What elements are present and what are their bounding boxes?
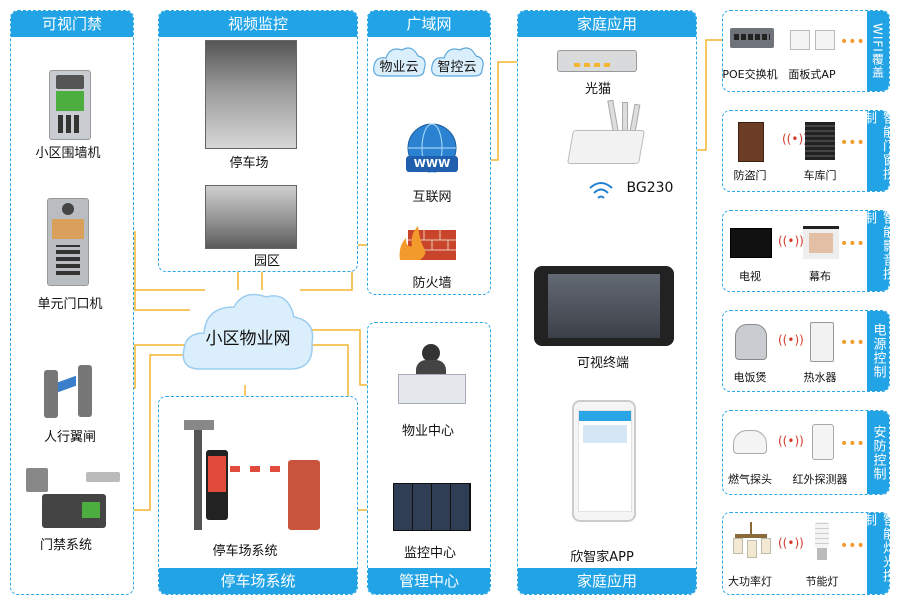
panel-door-title: 智能门窗控制 [861,111,895,191]
more-dots-security: ••• [840,436,865,452]
optical-modem-label: 光猫 [584,82,612,97]
panel-parking-title: 停车场系统 [159,568,357,594]
panel-video-title: 视频监控 [159,11,357,37]
rice-cooker-device[interactable] [735,324,767,360]
tv-label: 电视 [739,270,761,283]
wall-unit-device[interactable] [49,70,91,140]
cloud-property [373,47,426,77]
panel-wifi-title: WIFI覆盖 [867,11,889,91]
firewall-icon [399,226,456,260]
parking-lot-label: 停车场 [229,156,269,171]
high-power-lamp-device[interactable] [733,522,771,558]
projector-screen-device[interactable] [803,226,839,259]
monitor-center-label: 监控中心 [403,546,457,561]
door-unit-device[interactable] [47,198,89,286]
garage-door-device[interactable] [805,122,835,160]
rice-cooker-label: 电饭煲 [733,371,767,384]
high-power-lamp-label: 大功率灯 [728,575,772,588]
tv-device[interactable] [730,228,772,258]
gas-detector-device[interactable] [733,430,767,454]
parking-system-label: 停车场系统 [212,544,278,559]
turnstile-label: 人行翼闸 [43,430,97,445]
firewall-label: 防火墙 [412,276,452,291]
internet-label: 互联网 [412,190,452,205]
community-network-cloud [182,293,314,370]
saving-lamp-device[interactable] [813,522,831,562]
signal-icon-security: ((•)) [778,434,804,448]
parking-gate-device[interactable] [180,420,330,535]
ir-detector-label: 红外探测器 [792,473,848,486]
panel-power-title: 电源控制 [867,311,889,391]
panel-ap-label: 面板式AP [788,68,836,81]
internet-www-text: WWW [413,157,451,170]
gas-detector-label: 燃气探头 [728,473,772,486]
poe-switch-device[interactable] [730,28,774,48]
turnstile-device[interactable] [40,365,100,420]
access-system-label: 门禁系统 [39,538,93,553]
signal-icon-light: ((•)) [778,536,804,550]
panel-wifi-coverage: WIFI覆盖 [722,10,890,92]
router-label: BG230 [626,180,674,196]
access-system-device[interactable] [26,468,121,530]
monitor-center-icon [393,483,471,531]
more-dots-light: ••• [840,538,865,554]
cloud-smart-label: 智控云 [437,60,477,75]
more-dots-door: ••• [840,135,865,151]
more-dots-wifi: ••• [840,34,865,50]
saving-lamp-label: 节能灯 [805,575,839,588]
panel-parking-system: 停车场系统 [158,396,358,595]
poe-switch-label: POE交换机 [722,68,778,81]
door-unit-label: 单元门口机 [37,297,103,312]
panel-mgmt-title: 管理中心 [368,568,490,594]
projector-screen-label: 幕布 [809,270,831,283]
property-center-label: 物业中心 [401,424,455,439]
cloud-smart [431,47,484,77]
community-network-label: 小区物业网 [205,329,291,349]
panel-av-title: 智能影音控制 [861,211,895,291]
parking-lot-photo [205,40,297,149]
water-heater-device[interactable] [810,322,834,362]
panel-security-control: 安防控制 [722,410,890,495]
wall-unit-label: 小区围墙机 [35,146,101,161]
smart-app-phone[interactable] [572,400,636,522]
panel-light-title: 智能灯光控制 [861,513,895,594]
ir-detector-device[interactable] [812,424,834,460]
property-center-icon [398,342,466,404]
panel-management-center: 管理中心 [367,322,491,595]
anti-theft-door-device[interactable] [738,122,764,162]
garage-door-label: 车库门 [803,169,837,182]
panel-security-title: 安防控制 [867,411,889,494]
wifi-signal-icon [589,182,613,199]
panel-wan-title: 广域网 [368,11,490,37]
more-dots-power: ••• [840,335,865,351]
park-area-photo [205,185,297,249]
more-dots-av: ••• [840,236,865,252]
signal-icon-power: ((•)) [778,333,804,347]
panel-access-title: 可视门禁 [11,11,133,37]
optical-modem-device[interactable] [557,50,637,72]
router-device[interactable] [567,99,646,164]
video-terminal-device[interactable] [534,266,674,346]
park-area-label: 园区 [253,254,281,269]
signal-icon-door: ((•)) [782,132,808,146]
anti-theft-door-label: 防盗门 [733,169,767,182]
smart-app-label: 欣智家APP [570,550,634,565]
water-heater-label: 热水器 [803,371,837,384]
signal-icon-av: ((•)) [778,234,804,248]
panel-ap-device-2[interactable] [815,30,835,50]
panel-ap-device-1[interactable] [790,30,810,50]
video-terminal-label: 可视终端 [576,356,630,371]
panel-home-title-top: 家庭应用 [518,11,696,37]
cloud-property-label: 物业云 [379,60,419,75]
internet-globe-icon [406,123,458,173]
panel-home-title-bottom: 家庭应用 [518,568,696,594]
